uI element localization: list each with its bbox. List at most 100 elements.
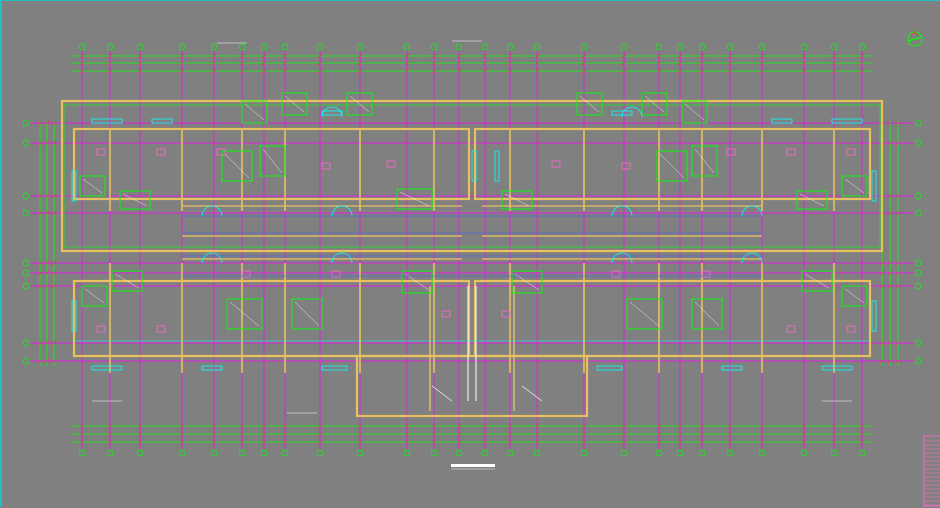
axis-bubble [260,43,268,51]
axis-bubble [620,449,628,457]
door-swing [631,106,643,118]
wall-inner-line [63,104,881,248]
axis-bubble [698,449,706,457]
fixture-detail [799,193,825,207]
window-symbol [91,365,123,371]
fixture-box [241,100,268,124]
room-tag [216,148,226,156]
wall-outline [473,127,872,201]
axis-bubble [210,449,218,457]
axis-bubble [430,43,438,51]
axis-bubble [430,449,438,457]
door-swing [341,252,353,264]
door-swing [741,252,753,264]
axis-bubble [830,449,838,457]
axis-bubble [620,43,628,51]
axis-bubble [698,43,706,51]
door-swing [201,252,213,264]
room-tag [786,148,796,156]
room-tag [846,148,856,156]
annotation-layer [92,40,852,414]
fixture-detail [844,288,865,304]
axis-bubble [655,43,663,51]
axis-bubble [758,449,766,457]
room-tag [621,162,631,170]
door-swing [611,205,623,217]
fixture-box [221,150,253,182]
fixture-box [681,100,708,124]
window-layer [71,110,877,371]
axis-bubble [506,449,514,457]
fixture-detail [284,95,305,113]
axis-bubble [356,449,364,457]
room-tag [156,148,166,156]
axis-bubble [758,43,766,51]
axis-bubble [580,43,588,51]
fixture-detail [244,103,265,121]
fixture-detail [804,273,830,289]
axis-bubble [800,43,808,51]
room-tag [96,148,106,156]
axis-bubble [655,449,663,457]
axis-bubble [481,43,489,51]
room-tag [241,270,251,278]
fixture-box [656,150,688,182]
room-tag [156,325,166,333]
axis-bubble [178,449,186,457]
grid-axis-layer [30,49,914,449]
fixture-detail [224,153,250,179]
fixture-box [691,145,718,177]
fixture-detail [844,178,865,194]
window-symbol [871,300,877,332]
axis-bubble [676,449,684,457]
fixture-detail [114,273,140,289]
fixture-box [796,190,828,210]
window-symbol [471,150,477,182]
axis-bubble [238,449,246,457]
axis-bubble [914,139,922,147]
axis-bubble [136,43,144,51]
fixture-box [291,298,323,330]
room-tag [701,270,711,278]
axis-bubble [455,43,463,51]
axis-bubble [914,357,922,365]
door-swing [611,252,623,264]
window-symbol [91,118,123,124]
axis-bubble [914,209,922,217]
axis-bubble [858,449,866,457]
axis-bubble [676,43,684,51]
fixture-detail [349,95,370,113]
window-symbol [871,170,877,202]
door-swing [741,205,753,217]
axis-bubble [316,43,324,51]
window-symbol [721,365,743,371]
window-symbol [831,118,863,124]
axis-bubble [858,43,866,51]
axis-bubble [22,282,30,290]
room-tag [551,160,561,168]
window-symbol [771,118,793,124]
annotation-leader [431,385,453,402]
fixture-box [81,285,108,307]
axis-bubble [726,449,734,457]
axis-bubble [403,449,411,457]
wall-outline [72,279,471,358]
fixture-box [401,270,433,294]
room-tag [846,325,856,333]
north-arrow-icon [907,31,923,47]
wall-outline [473,279,872,358]
axis-bubble [22,259,30,267]
fixture-box [259,145,286,177]
fixture-detail [629,301,660,327]
room-fixture-layer [74,92,870,342]
fixture-detail [644,95,665,113]
door-swing [751,205,763,217]
axis-bubble [914,192,922,200]
fixture-box [346,92,373,116]
plan-title-underline [451,464,495,470]
axis-bubble [22,339,30,347]
axis-bubble [22,119,30,127]
room-tag [96,325,106,333]
door-swing [751,252,763,264]
